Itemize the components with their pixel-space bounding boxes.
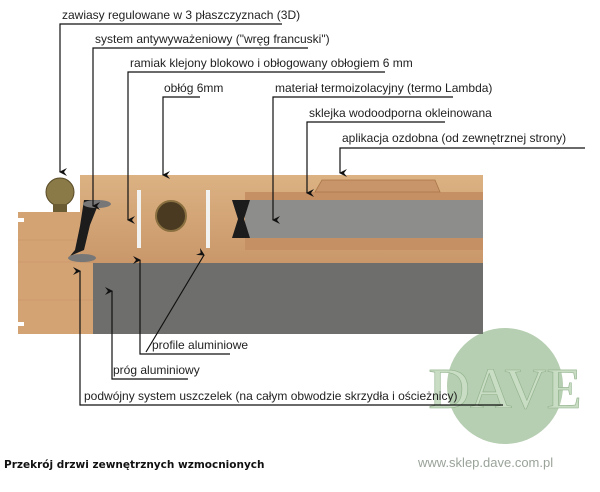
website-url: www.sklep.dave.com.pl	[418, 455, 554, 470]
aluminium-profile	[206, 190, 210, 248]
door-section	[18, 175, 483, 334]
callout-anti-burglary: system antywyważeniowy ("wręg francuski"…	[95, 32, 330, 46]
aluminium-threshold	[93, 263, 483, 334]
decorative-application	[314, 179, 441, 193]
callout-veneer: obłóg 6mm	[164, 81, 223, 95]
callout-hinges: zawiasy regulowane w 3 płaszczyznach (3D…	[62, 8, 300, 22]
callout-seals: podwójny system uszczelek (na całym obwo…	[84, 389, 457, 403]
callout-threshold: próg aluminiowy	[113, 363, 200, 377]
insulation	[245, 200, 483, 238]
callout-frame: ramiak klejony blokowo i obłogowany obło…	[130, 56, 413, 70]
dave-logo: DAVE	[428, 328, 582, 444]
emblem	[155, 200, 187, 232]
rebate-seal	[70, 200, 100, 256]
leader-lines	[59, 23, 585, 406]
callout-plywood: sklejka wodoodporna okleinowana	[309, 106, 492, 120]
aluminium-profile	[137, 190, 141, 248]
callout-insulation: materiał termoizolacyjny (termo Lambda)	[275, 81, 492, 95]
callout-decoration: aplikacja ozdobna (od zewnętrznej strony…	[342, 131, 566, 145]
logo-text: DAVE	[428, 356, 582, 421]
hinge	[45, 177, 75, 207]
caption: Przekrój drzwi zewnętrznych wzmocnionych	[4, 459, 265, 471]
callout-profiles: profile aluminiowe	[152, 338, 248, 352]
